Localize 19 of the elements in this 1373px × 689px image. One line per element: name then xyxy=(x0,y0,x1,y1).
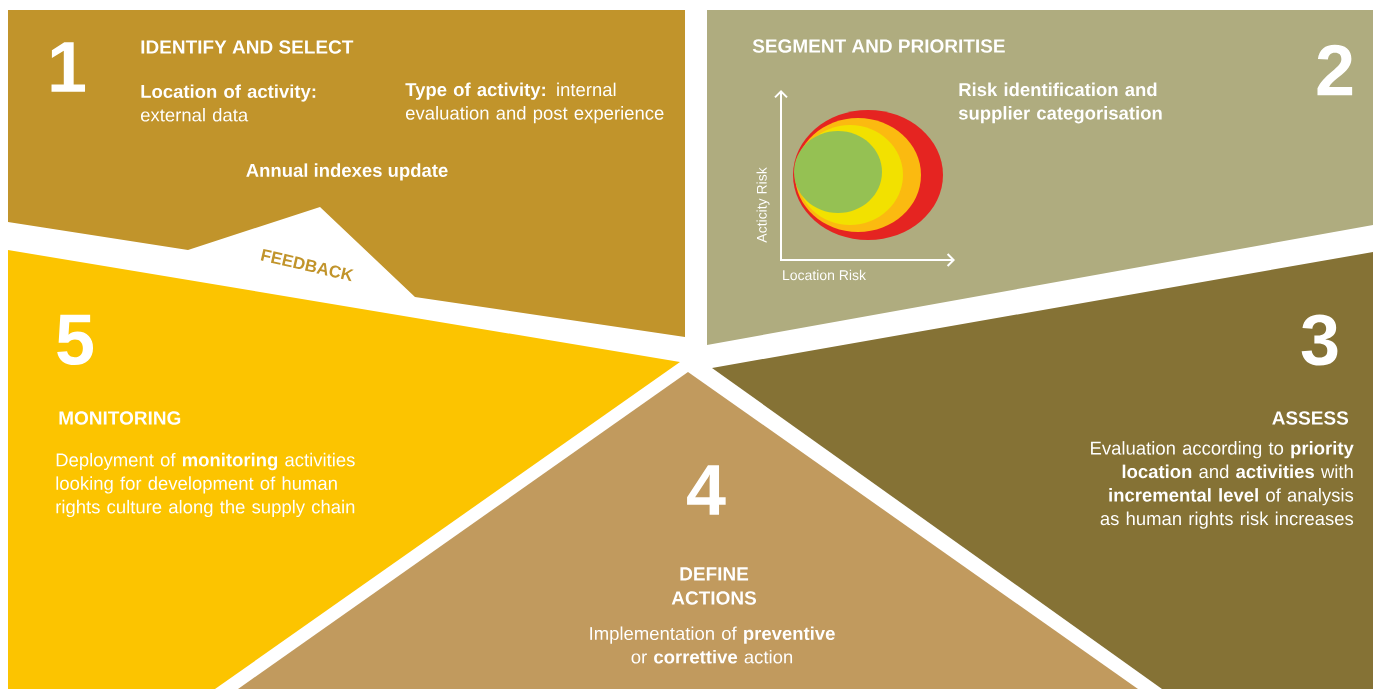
step-heading: SEGMENT AND PRIORITISE xyxy=(752,39,1005,53)
step-description: Risk identification and supplier categorisation xyxy=(958,82,1162,124)
step-number: 5 xyxy=(57,314,94,366)
step-number: 3 xyxy=(1301,314,1338,366)
axis-label: Acticity Risk xyxy=(756,167,770,243)
step-description: Implementation of preventive or correttive action xyxy=(590,626,835,664)
step-heading: IDENTIFY AND SELECT xyxy=(141,40,354,54)
step-heading: ASSESS xyxy=(1272,411,1349,425)
step-description: Evaluation according to priority location and activities with incremental level of analysis as human rights risk increases xyxy=(1091,441,1354,529)
step-heading: MONITORING xyxy=(59,411,181,425)
axis-label: Location Risk xyxy=(783,269,867,281)
step-heading: DEFINE ACTIONS xyxy=(671,567,756,605)
step-number: 2 xyxy=(1317,44,1353,96)
step-description: Deployment of monitoring activities looking for development of human rights culture along the supply chain xyxy=(56,452,355,518)
step-description: Type of activity: internal evaluation and post experience xyxy=(405,82,664,124)
step-number: 1 xyxy=(51,42,86,92)
step-note: Annual indexes update xyxy=(246,163,448,181)
step-description: Location of activity: external data xyxy=(141,84,316,122)
step-number: 4 xyxy=(687,465,726,515)
